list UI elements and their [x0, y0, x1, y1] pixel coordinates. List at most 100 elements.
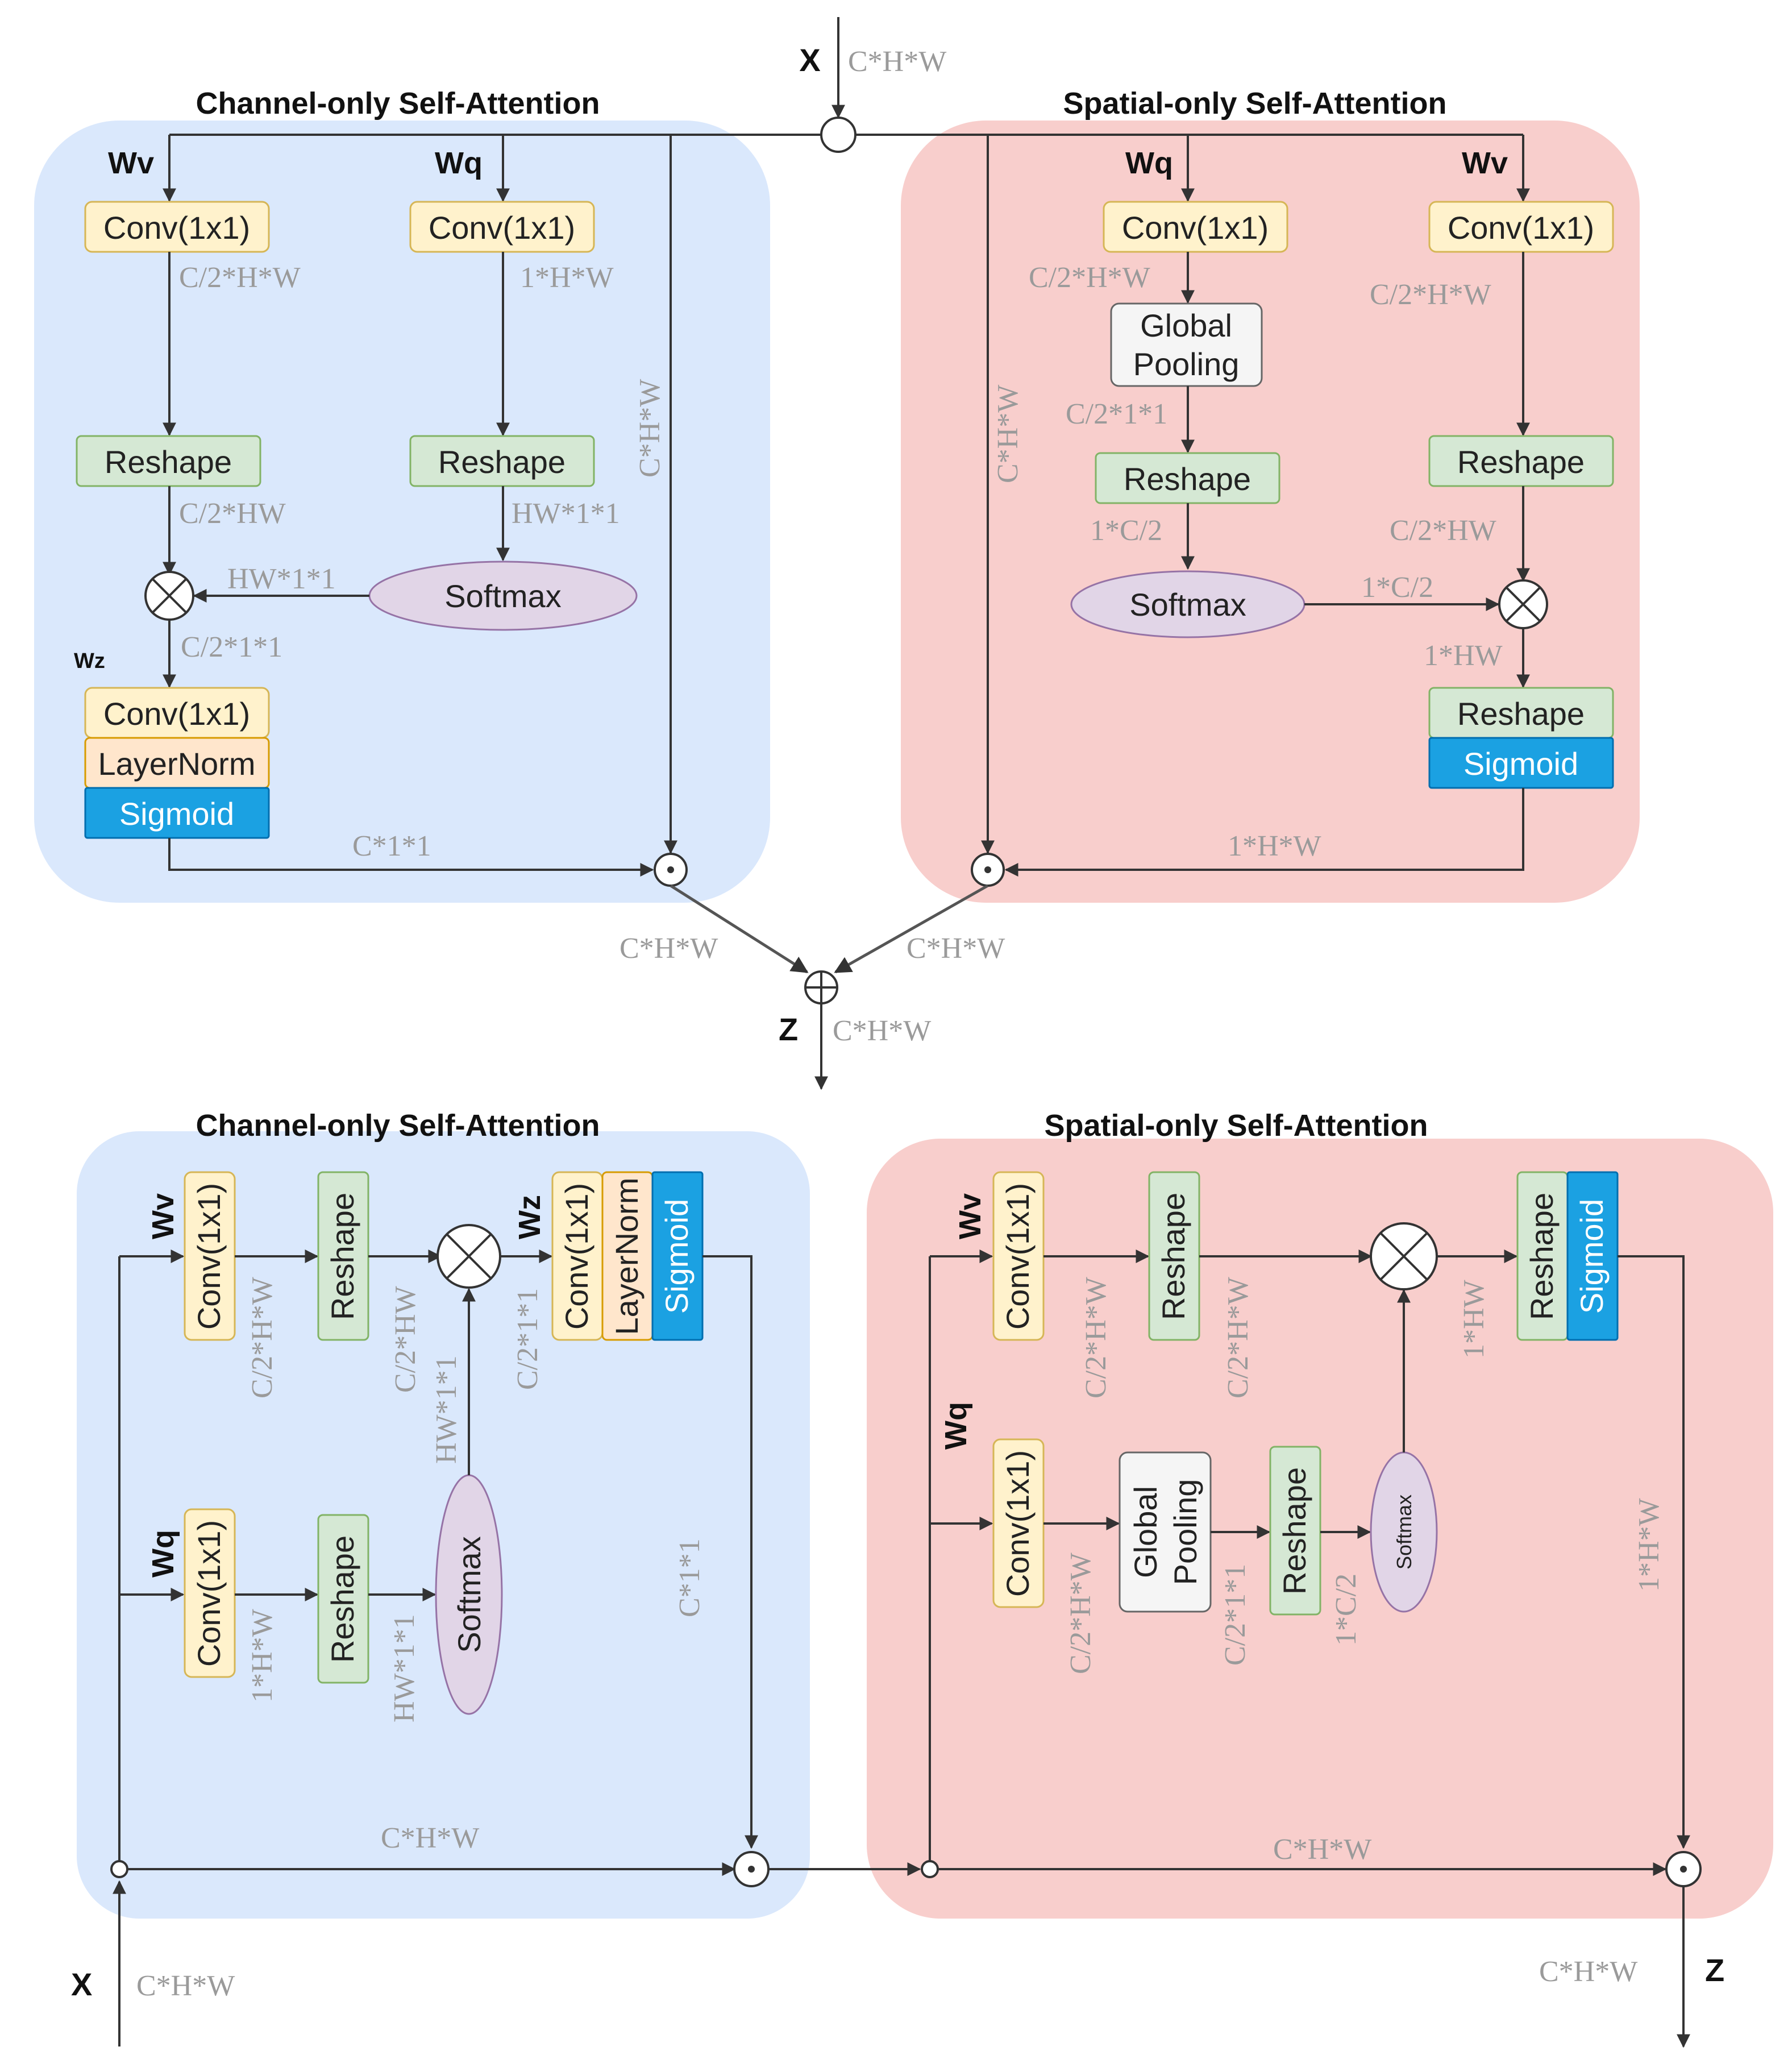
top-sp-pool [1110, 302, 1263, 387]
bottom-ch-reshape-v-label: Reshape [325, 1193, 360, 1320]
bottom-sp-dim-bypass: C*H*W [1273, 1833, 1371, 1866]
top-ch-dim-reshape-v: C/2*HW [179, 497, 286, 530]
bottom-ch-dim-mult: C/2*1*1 [512, 1288, 544, 1390]
bottom-ch-dim-reshape-q: HW*1*1 [388, 1614, 421, 1722]
top-ch-dim-bypass: C*H*W [634, 379, 666, 478]
top-ch-dim-conv-q: 1*H*W [520, 261, 614, 294]
top-ch-layernorm-label: LayerNorm [98, 746, 256, 782]
top-ch-reshape-v-label: Reshape [105, 444, 232, 480]
top-ch-wz-label: Wz [74, 649, 105, 673]
top-ch-sigmoid [84, 787, 270, 839]
bottom-ch-wq-label: Wq [146, 1530, 180, 1578]
bottom-sp-dim-pool: C/2*1*1 [1219, 1564, 1252, 1666]
bottom-ch-conv-z-label: Conv(1x1) [559, 1183, 594, 1330]
top-sp-mult-x [1505, 586, 1541, 622]
bottom-spatial-title: Spatial-only Self-Attention [1045, 1109, 1428, 1143]
bottom-sp-pool-line2: Pooling [1167, 1479, 1203, 1585]
bottom-sp-reshape-q-label: Reshape [1277, 1467, 1312, 1595]
bottom-ch-wv-label: Wv [146, 1193, 180, 1239]
top-sp-reshape-v [1428, 435, 1614, 487]
bottom-sp-pool-line1: Global [1128, 1486, 1163, 1578]
top-sp-dim-conv-q: C/2*H*W [1029, 261, 1150, 294]
top-sp-reshape-v-label: Reshape [1457, 444, 1585, 480]
bottom-ch-split-node [110, 1860, 128, 1878]
top-ch-conv-z-label: Conv(1x1) [103, 696, 250, 732]
bottom-sp-reshape-q [1269, 1446, 1321, 1616]
top-ch-dim-conv-v: C/2*H*W [179, 261, 301, 294]
top-sp-dim-reshape-q: 1*C/2 [1090, 514, 1162, 547]
bottom-sp-conv-q-label: Conv(1x1) [1000, 1450, 1036, 1597]
top-output-label: Z [779, 1011, 798, 1047]
top-sp-wv-label: Wv [1462, 146, 1508, 180]
bottom-ch-dim-conv-q: 1*H*W [246, 1609, 278, 1703]
top-output-dim: C*H*W [833, 1015, 931, 1047]
bottom-sp-sigmoid-label: Sigmoid [1574, 1199, 1610, 1314]
bottom-ch-dot-center [748, 1866, 755, 1873]
bottom-diagram: Channel-only Self-Attention Spatial-only… [71, 1109, 1773, 2048]
bottom-ch-sig-out-arrow [702, 1255, 758, 1849]
top-sp-pool-line2: Pooling [1133, 346, 1240, 382]
top-merge-right-dim: C*H*W [907, 932, 1005, 965]
top-ch-conv-v [84, 201, 270, 253]
bottom-input-dim: C*H*W [136, 1970, 235, 2002]
bottom-sp-conv-v-label: Conv(1x1) [1000, 1183, 1036, 1330]
top-sp-out-arrow [1004, 788, 1524, 877]
top-ch-reshape-q-label: Reshape [438, 444, 566, 480]
top-sp-conv-q [1103, 201, 1288, 253]
bottom-sp-dim-reshape-q: 1*C/2 [1330, 1574, 1362, 1646]
top-sp-dim-mult: 1*HW [1424, 640, 1503, 672]
top-sp-dim-pool: C/2*1*1 [1066, 398, 1167, 430]
bottom-sp-sig-out-arrow [1618, 1255, 1690, 1849]
top-sp-conv-v [1428, 201, 1614, 253]
bottom-ch-conv-q-label: Conv(1x1) [191, 1520, 227, 1667]
bottom-sp-reshape-v-label: Reshape [1155, 1193, 1191, 1320]
top-sp-dim-out: 1*H*W [1228, 830, 1321, 862]
top-sp-wq-label: Wq [1125, 146, 1173, 180]
bottom-ch-dim-softmax-out: HW*1*1 [430, 1355, 463, 1464]
top-ch-mult-x [151, 578, 188, 614]
bottom-ch-dim-conv-v: C/2*H*W [246, 1277, 278, 1398]
top-sp-sigmoid-label: Sigmoid [1463, 746, 1578, 782]
bottom-sp-mult-x [1379, 1232, 1428, 1281]
top-merge-right-arrow [834, 884, 989, 974]
bottom-ch-conv-q [184, 1508, 236, 1678]
bottom-sp-dim-conv-v: C/2*H*W [1080, 1277, 1112, 1398]
top-sp-softmax-label: Softmax [1129, 587, 1246, 622]
bottom-ch-wz-label: Wz [513, 1195, 547, 1239]
bottom-channel-title: Channel-only Self-Attention [196, 1109, 600, 1143]
top-split-node [820, 117, 856, 153]
top-ch-dim-reshape-q: HW*1*1 [512, 497, 620, 530]
bottom-output-dim: C*H*W [1539, 1956, 1637, 1988]
bottom-ch-conv-v-label: Conv(1x1) [191, 1183, 227, 1330]
top-channel-title: Channel-only Self-Attention [196, 86, 600, 121]
bottom-input-label: X [71, 1966, 92, 2002]
top-ch-conv-v-label: Conv(1x1) [103, 210, 250, 246]
bottom-sp-dim-mult: 1*HW [1458, 1280, 1490, 1359]
bottom-ch-reshape-q [317, 1514, 369, 1684]
top-input-dim: C*H*W [848, 45, 946, 78]
top-sp-dim-reshape-v: C/2*HW [1390, 514, 1496, 547]
top-sp-conv-q-label: Conv(1x1) [1122, 210, 1269, 246]
top-sp-reshape-out-label: Reshape [1457, 696, 1585, 732]
top-merge-left-dim: C*H*W [619, 932, 718, 965]
bottom-sp-split-node [921, 1860, 939, 1878]
top-ch-dim-mult: C/2*1*1 [181, 631, 282, 663]
top-input-label: X [799, 42, 820, 78]
top-spatial-title: Spatial-only Self-Attention [1063, 86, 1447, 121]
bottom-sp-wq-label: Wq [939, 1402, 973, 1450]
top-merge-left-arrow [670, 884, 809, 974]
top-add-plus [805, 972, 837, 1003]
bottom-output-label: Z [1705, 1952, 1724, 1988]
top-sp-conv-v-label: Conv(1x1) [1448, 210, 1594, 246]
top-ch-out-arrow [168, 838, 654, 877]
bottom-sp-dim-reshape-v: C/2*H*W [1222, 1277, 1254, 1398]
top-ch-conv-q-label: Conv(1x1) [429, 210, 575, 246]
top-sp-dim-conv-v: C/2*H*W [1370, 279, 1491, 311]
top-ch-dim-out: C*1*1 [352, 830, 431, 862]
bottom-sp-reshape-out-label: Reshape [1524, 1193, 1560, 1320]
top-ch-wv-label: Wv [108, 146, 154, 180]
bottom-ch-dim-bypass: C*H*W [381, 1822, 479, 1854]
top-sp-dim-softmax: 1*C/2 [1361, 571, 1433, 604]
bottom-ch-dim-out: C*1*1 [673, 1538, 706, 1617]
